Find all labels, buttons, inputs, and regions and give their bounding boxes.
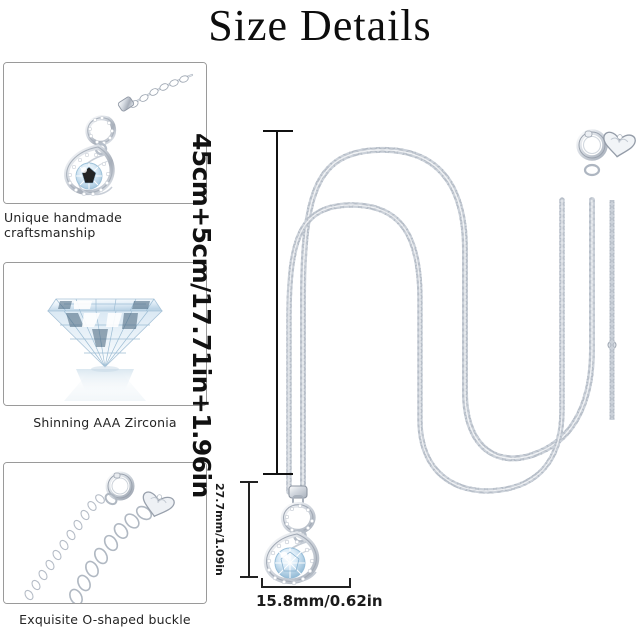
thumbnail-caption-buckle: Exquisite O-shaped buckle <box>19 612 191 627</box>
pendant-width-tick-left <box>261 578 263 588</box>
pendant-height-label: 27.7mm/1.09in <box>213 483 226 576</box>
thumbnail-zirconia[interactable] <box>3 262 207 406</box>
thumbnail-caption-zirconia: Shinning AAA Zirconia <box>33 415 177 430</box>
chain-length-label: 45cm+5cm/17.71in+1.96in <box>187 133 216 498</box>
thumbnail-craftsmanship[interactable] <box>3 62 207 204</box>
heart-charm-icon <box>142 491 175 518</box>
page-title: Size Details <box>208 1 432 50</box>
thumbnail-caption-craftsmanship: Unique handmade craftsmanship <box>4 210 122 240</box>
spring-ring-clasp <box>104 471 135 506</box>
length-dimension-tick-bottom <box>263 473 293 475</box>
center-gem-icon <box>75 162 103 190</box>
extender-bead <box>607 340 617 350</box>
pendant-width-tick-right <box>349 578 351 588</box>
pendant-width-label: 15.8mm/0.62in <box>256 592 383 610</box>
pendant-height-tick-bottom <box>240 576 258 578</box>
pendant-width-line <box>261 586 351 588</box>
spring-ring-clasp-photo <box>4 463 206 603</box>
length-dimension-line <box>276 131 278 475</box>
spring-ring-clasp-main <box>576 129 608 177</box>
center-gem-main <box>274 547 306 579</box>
thumbnail-buckle[interactable] <box>3 462 207 604</box>
pendant-main <box>263 485 320 586</box>
pendant-height-line <box>248 482 250 578</box>
length-dimension-tick-top <box>263 130 293 132</box>
pendant-on-chain-photo <box>4 63 206 203</box>
brilliant-cut-diamond-photo <box>4 263 206 405</box>
heart-charm-main <box>603 131 636 158</box>
